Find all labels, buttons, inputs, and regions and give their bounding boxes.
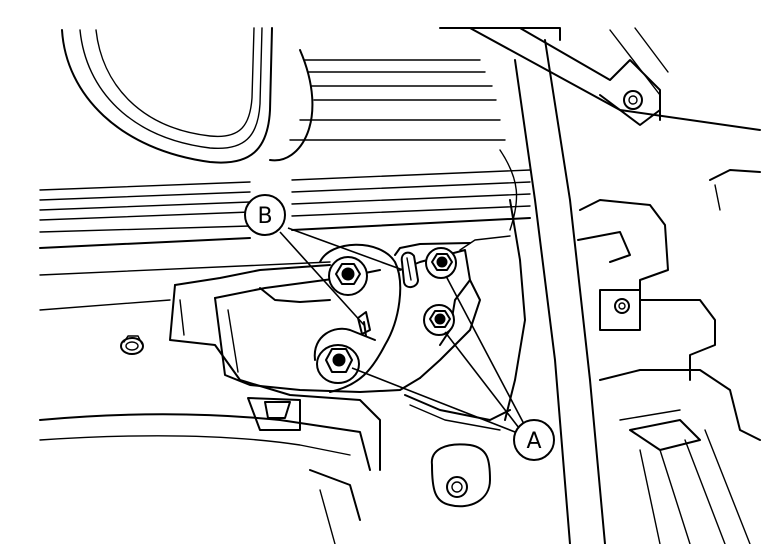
callout-a-circle — [513, 419, 555, 461]
grommet — [120, 335, 144, 355]
upper-body-panel — [61, 27, 561, 164]
callout-b: B — [244, 194, 286, 236]
lower-floor-panel — [39, 264, 381, 544]
crossmember — [39, 169, 531, 311]
bolt-lower-right — [423, 304, 455, 336]
bolt-lower-left — [316, 344, 360, 384]
leader-b-upper-pin — [287, 227, 404, 271]
callout-b-label: B — [257, 204, 272, 229]
bolt-upper-left — [328, 256, 368, 296]
leader-a-bolt-upper-right — [445, 275, 525, 425]
callout-a: A — [513, 419, 555, 461]
callout-a-label: A — [526, 429, 541, 454]
vertical-pillar — [499, 39, 606, 544]
upper-right-bracket — [469, 27, 761, 131]
leader-a-bolt-lower-left — [351, 367, 516, 433]
leader-a-bolt-lower-right — [444, 331, 520, 429]
lower-bolt — [430, 443, 491, 508]
bolt-upper-right — [425, 247, 457, 279]
leader-lines — [279, 227, 525, 433]
locating-pin-upper — [400, 251, 419, 288]
right-side-panel — [577, 169, 761, 544]
locating-pin-lower — [357, 311, 371, 337]
mounting-bracket — [214, 235, 511, 431]
callout-b-circle — [244, 194, 286, 236]
leader-b-lower-pin — [279, 231, 365, 326]
